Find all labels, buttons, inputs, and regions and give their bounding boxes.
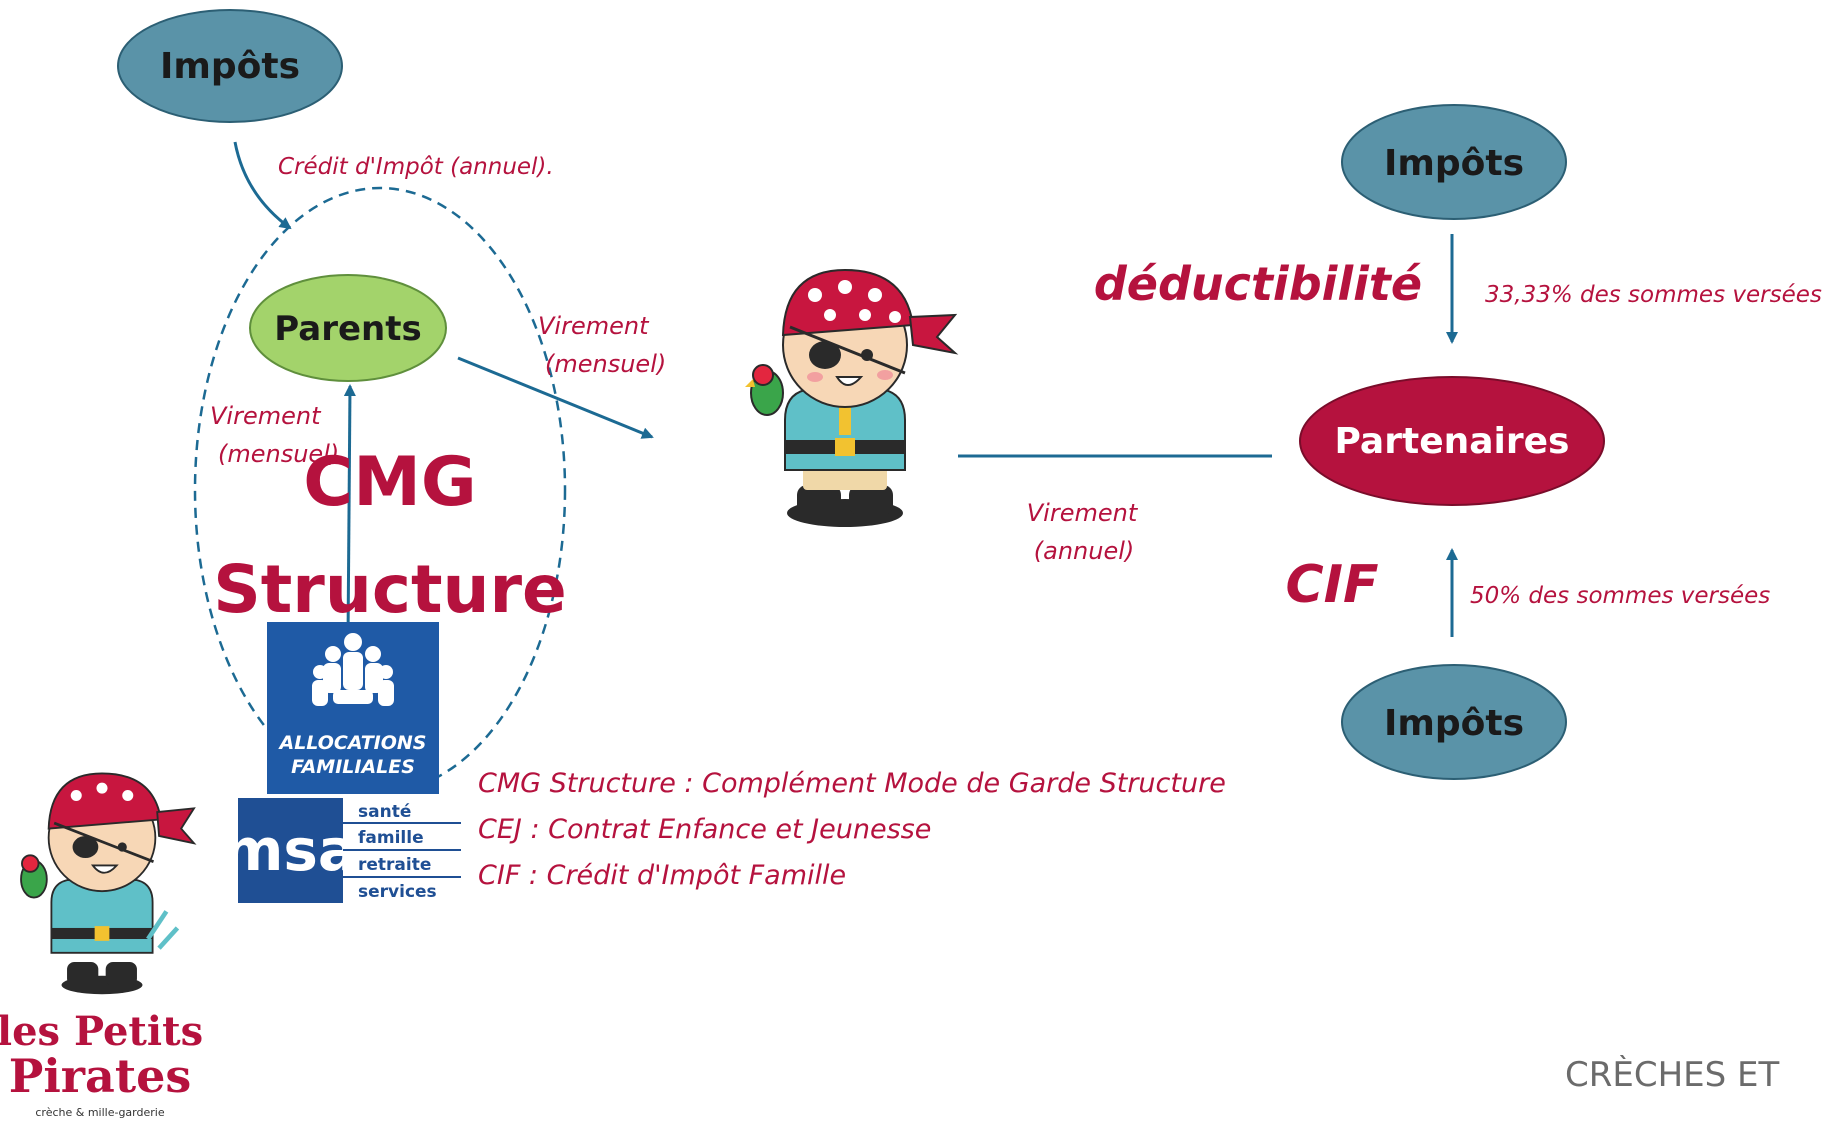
- node-impots-top-left: Impôts: [117, 9, 343, 123]
- msa-letters: msa: [223, 816, 357, 884]
- node-partenaires: Partenaires: [1299, 376, 1605, 506]
- node-impots-bottom-right: Impôts: [1341, 664, 1567, 780]
- brand-tagline: crèche & mille-garderie: [35, 1106, 164, 1119]
- pct-33-label: 33,33% des sommes versées: [1485, 282, 1822, 308]
- node-label: Partenaires: [1335, 421, 1570, 462]
- pirate-character-illustration: [745, 268, 959, 527]
- msa-line-3: retraite: [358, 855, 431, 875]
- msa-line-1: santé: [358, 802, 411, 822]
- legend-line-cej: CEJ : Contrat Enfance et Jeunesse: [478, 814, 931, 845]
- virement-annuel-line1: Virement: [1027, 499, 1139, 527]
- node-label: Impôts: [160, 46, 300, 87]
- caf-family-icon: [312, 633, 394, 706]
- caf-logo: ALLOCATIONS FAMILIALES: [267, 622, 439, 794]
- deductibilite-label: déductibilité: [1094, 257, 1422, 311]
- virement-mensuel-left-line1: Virement: [210, 402, 322, 430]
- node-impots-top-right: Impôts: [1341, 104, 1567, 220]
- virement-annuel-line2: (annuel): [1034, 537, 1135, 565]
- caf-text-1: ALLOCATIONS: [278, 732, 427, 754]
- arrow-caf-to-parents: [343, 384, 356, 641]
- cmg-group-dashed-ellipse: [193, 186, 567, 794]
- msa-logo: msa santé famille retraite services: [223, 798, 461, 903]
- node-label: Parents: [274, 309, 421, 349]
- brand-name-line2: Pirates: [9, 1049, 192, 1103]
- virement-mensuel-right-line1: Virement: [538, 312, 650, 340]
- structure-title: Structure: [213, 551, 567, 628]
- virement-mensuel-right-line2: (mensuel): [545, 350, 666, 378]
- node-label: Impôts: [1384, 703, 1524, 744]
- arrow-impots-to-parents: [233, 141, 292, 230]
- legend-line-cmg: CMG Structure : Complément Mode de Garde…: [478, 768, 1226, 799]
- virement-mensuel-left-line2: (mensuel): [218, 440, 339, 468]
- brand-pirate-illustration: [20, 772, 197, 995]
- pct-50-label: 50% des sommes versées: [1470, 583, 1770, 609]
- cif-label: CIF: [1285, 555, 1378, 615]
- cmg-title: CMG: [303, 443, 476, 522]
- msa-line-4: services: [358, 882, 437, 902]
- credit-impot-label: Crédit d'Impôt (annuel).: [278, 154, 554, 180]
- arrow-parents-to-pirate: [457, 356, 654, 439]
- caf-text-2: FAMILIALES: [291, 756, 415, 778]
- node-parents: Parents: [249, 274, 447, 382]
- legend-line-cif: CIF : Crédit d'Impôt Famille: [478, 860, 846, 891]
- node-label: Impôts: [1384, 143, 1524, 184]
- msa-line-2: famille: [358, 828, 424, 848]
- brand-name-line1: les Petits: [0, 1008, 203, 1055]
- footer-title: CRÈCHES ET: [1565, 1055, 1780, 1095]
